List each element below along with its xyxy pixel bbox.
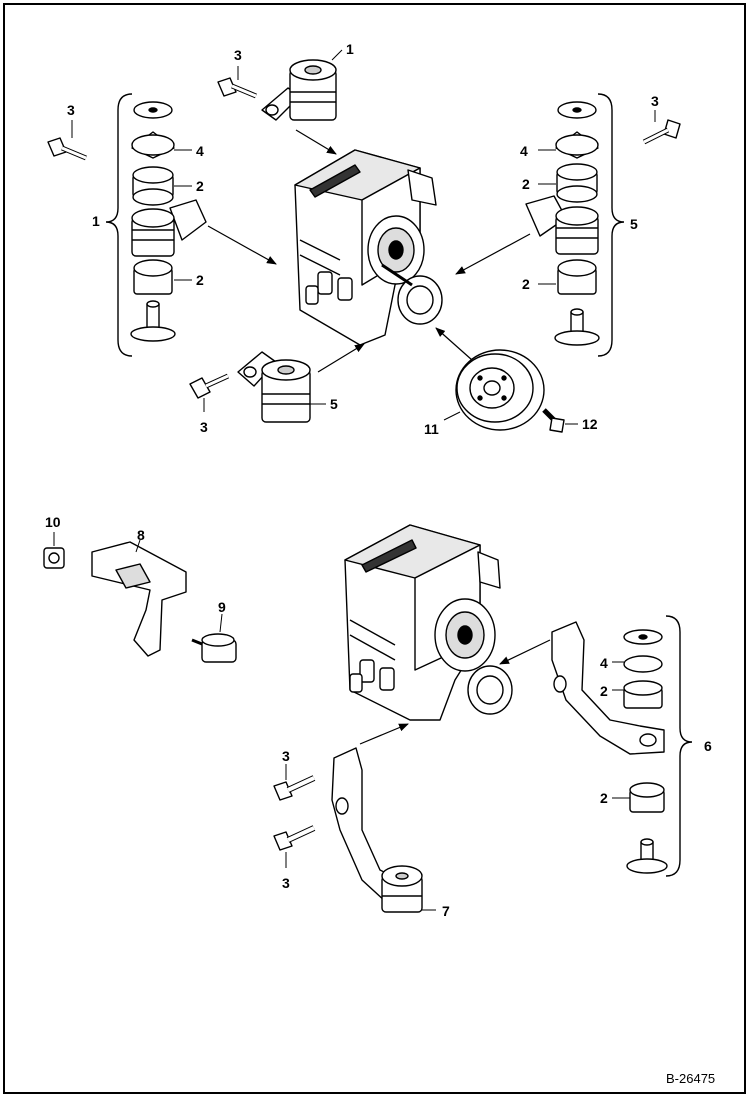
mount-arm-6 xyxy=(551,621,668,874)
bolt-3-arm-upper xyxy=(273,775,316,801)
bolt-3-left xyxy=(47,137,87,161)
callout-3-arm-lower-bolt: 3 xyxy=(282,875,290,891)
engine-lower xyxy=(344,524,513,721)
page-border xyxy=(3,3,746,1094)
callout-3-arm-upper-bolt: 3 xyxy=(282,748,290,764)
callout-3-right-bolt: 3 xyxy=(651,93,659,109)
callout-8-bracket: 8 xyxy=(137,527,145,543)
bolt-3-arm-lower xyxy=(273,825,316,851)
callout-6-arm-brace: 6 xyxy=(704,738,712,754)
callout-11-pulley: 11 xyxy=(424,421,439,437)
callout-4-left: 4 xyxy=(196,143,204,159)
engine-upper xyxy=(294,149,443,346)
callout-2-left-upper: 2 xyxy=(196,178,204,194)
engine-mount-5-lower xyxy=(237,351,311,423)
bolt-3-lower xyxy=(189,373,230,399)
mount-stack-right xyxy=(525,101,600,346)
callout-7-arm: 7 xyxy=(442,903,450,919)
callout-4-arm: 4 xyxy=(600,655,608,671)
callout-5-right-brace: 5 xyxy=(630,216,638,232)
callout-10-nut: 10 xyxy=(45,514,61,530)
nut-10 xyxy=(43,547,65,569)
callout-3-top-bolt: 3 xyxy=(234,47,242,63)
document-number: B-26475 xyxy=(666,1071,716,1086)
callout-12-bolt: 12 xyxy=(582,416,598,432)
pulley-11 xyxy=(455,349,545,431)
assembly-arrows xyxy=(207,129,551,745)
brace-lines xyxy=(105,93,693,877)
callout-1-left-brace: 1 xyxy=(92,213,100,229)
fitting-9 xyxy=(191,633,237,663)
bolt-3-right xyxy=(642,119,681,145)
callout-3-left-bolt: 3 xyxy=(67,102,75,118)
callout-2-left-lower: 2 xyxy=(196,272,204,288)
callout-1-top-mount: 1 xyxy=(346,41,354,57)
bolt-12 xyxy=(542,408,565,433)
mount-arm-7 xyxy=(331,747,423,913)
mount-stack-left xyxy=(130,101,207,342)
callout-2-right-lower: 2 xyxy=(522,276,530,292)
callout-2-arm-upper: 2 xyxy=(600,683,608,699)
callout-2-right-upper: 2 xyxy=(522,176,530,192)
callout-4-right: 4 xyxy=(520,143,528,159)
callout-3-lower-bolt: 3 xyxy=(200,419,208,435)
leader-lines xyxy=(53,49,656,911)
engine-mount-1-top xyxy=(261,59,337,121)
callout-9-fitting: 9 xyxy=(218,599,226,615)
bracket-8 xyxy=(91,541,187,657)
callout-2-arm-lower: 2 xyxy=(600,790,608,806)
callout-5-lower-mount: 5 xyxy=(330,396,338,412)
bolt-3-top xyxy=(217,77,257,99)
